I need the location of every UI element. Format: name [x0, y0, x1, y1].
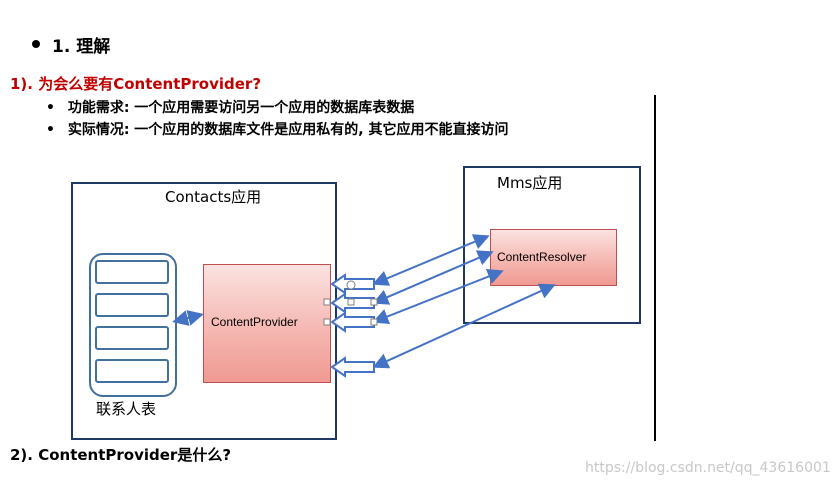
point-1-text: 一个应用需要访问另一个应用的数据库表数据: [129, 100, 415, 116]
block-arrow: [330, 273, 375, 378]
question-1: 1). 为会么要有ContentProvider?: [10, 75, 262, 93]
table-row: [95, 326, 169, 350]
point-2-marker: •: [46, 122, 55, 138]
resolver-arrow-2: [372, 250, 494, 305]
point-1: • 功能需求: 一个应用需要访问另一个应用的数据库表数据: [46, 97, 414, 117]
table-row: [95, 359, 169, 383]
watermark-text: https://blog.csdn.net/qq_43616001: [585, 460, 831, 476]
point-2-label: 实际情况:: [67, 122, 130, 138]
slide-right-border: [654, 95, 656, 441]
section-heading: 1. 理解: [52, 37, 111, 57]
table-row: [95, 293, 169, 317]
point-1-label: 功能需求:: [67, 100, 130, 116]
point-2-text: 一个应用的数据库文件是应用私有的, 其它应用不能直接访问: [129, 122, 509, 138]
heading-bullet: [32, 40, 40, 48]
content-resolver-label: ContentResolver: [497, 250, 587, 264]
table-label: 联系人表: [96, 400, 157, 418]
resolver-arrow-1: [372, 234, 490, 286]
resolver-arrow-4: [372, 283, 556, 369]
contacts-app-box: [71, 182, 337, 440]
contacts-app-title: Contacts应用: [165, 188, 262, 206]
mms-app-title: Mms应用: [497, 174, 563, 192]
table-row: [95, 260, 169, 284]
selection-handles: [323, 280, 378, 326]
table-provider-arrow: [172, 310, 204, 326]
question-2: 2). ContentProvider是什么?: [10, 446, 232, 464]
content-provider-label: ContentProvider: [211, 315, 298, 329]
point-1-marker: •: [46, 100, 55, 116]
resolver-arrow-3: [372, 268, 504, 325]
point-2: • 实际情况: 一个应用的数据库文件是应用私有的, 其它应用不能直接访问: [46, 119, 509, 139]
content-provider-box: [203, 264, 331, 383]
